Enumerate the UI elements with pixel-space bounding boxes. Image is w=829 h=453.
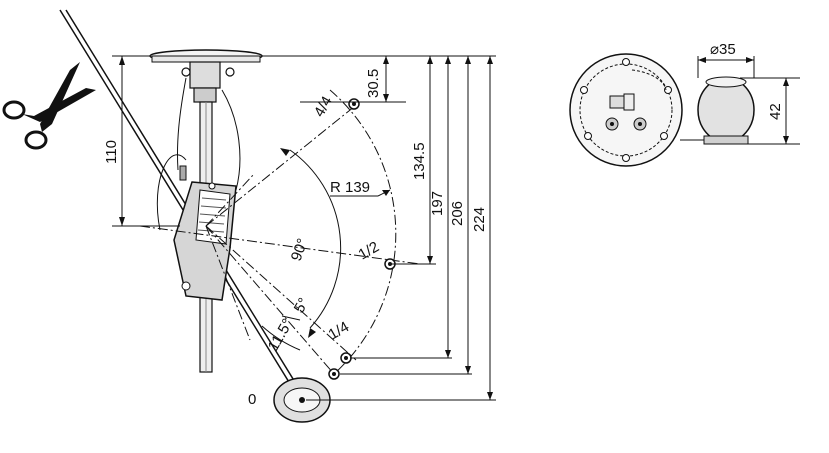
label-quarter: 1/4: [326, 318, 353, 343]
sweep-arc: [329, 89, 397, 375]
radius-leader: [330, 189, 391, 197]
marker-quarter: [340, 352, 352, 364]
label-radius: R 139: [330, 179, 370, 196]
wiring: [156, 77, 241, 231]
dimension-224: [487, 56, 493, 400]
dimension-197: [445, 56, 451, 358]
label-angle-11-5: 11.5°: [265, 316, 297, 354]
label-224: 224: [471, 207, 488, 232]
dimension-206: [465, 56, 471, 374]
center-lines: [139, 101, 421, 375]
label-134-5: 134.5: [411, 142, 428, 180]
dimension-110: [112, 55, 180, 227]
dimension-diameter-35: [697, 56, 755, 78]
label-angle-5: 5°: [291, 295, 313, 316]
label-206: 206: [449, 201, 466, 226]
label-half: 1/2: [356, 238, 383, 263]
top-view-flange: [569, 53, 704, 167]
sender-flange: [149, 49, 263, 103]
side-view-float: [697, 76, 755, 145]
label-110: 110: [103, 140, 120, 164]
label-empty: 0: [248, 391, 256, 408]
label-42: 42: [767, 103, 784, 120]
marker-low: [328, 368, 340, 380]
scissors-icon: [2, 62, 96, 150]
angle-arc-90: [280, 148, 342, 338]
label-angle-90: 90°: [288, 236, 312, 263]
angle-arc-small: [261, 315, 301, 351]
marker-full: [348, 98, 360, 110]
label-full: 4/4: [311, 93, 336, 120]
label-diameter-35: ⌀35: [710, 41, 736, 58]
dimension-30-5: [383, 56, 389, 102]
resistor-housing: [173, 181, 237, 301]
label-30-5: 30.5: [365, 69, 382, 98]
label-197: 197: [429, 191, 446, 216]
dimension-134-5: [427, 56, 433, 264]
dimension-42: [740, 77, 800, 145]
dimension-reference-lines: [262, 55, 496, 401]
